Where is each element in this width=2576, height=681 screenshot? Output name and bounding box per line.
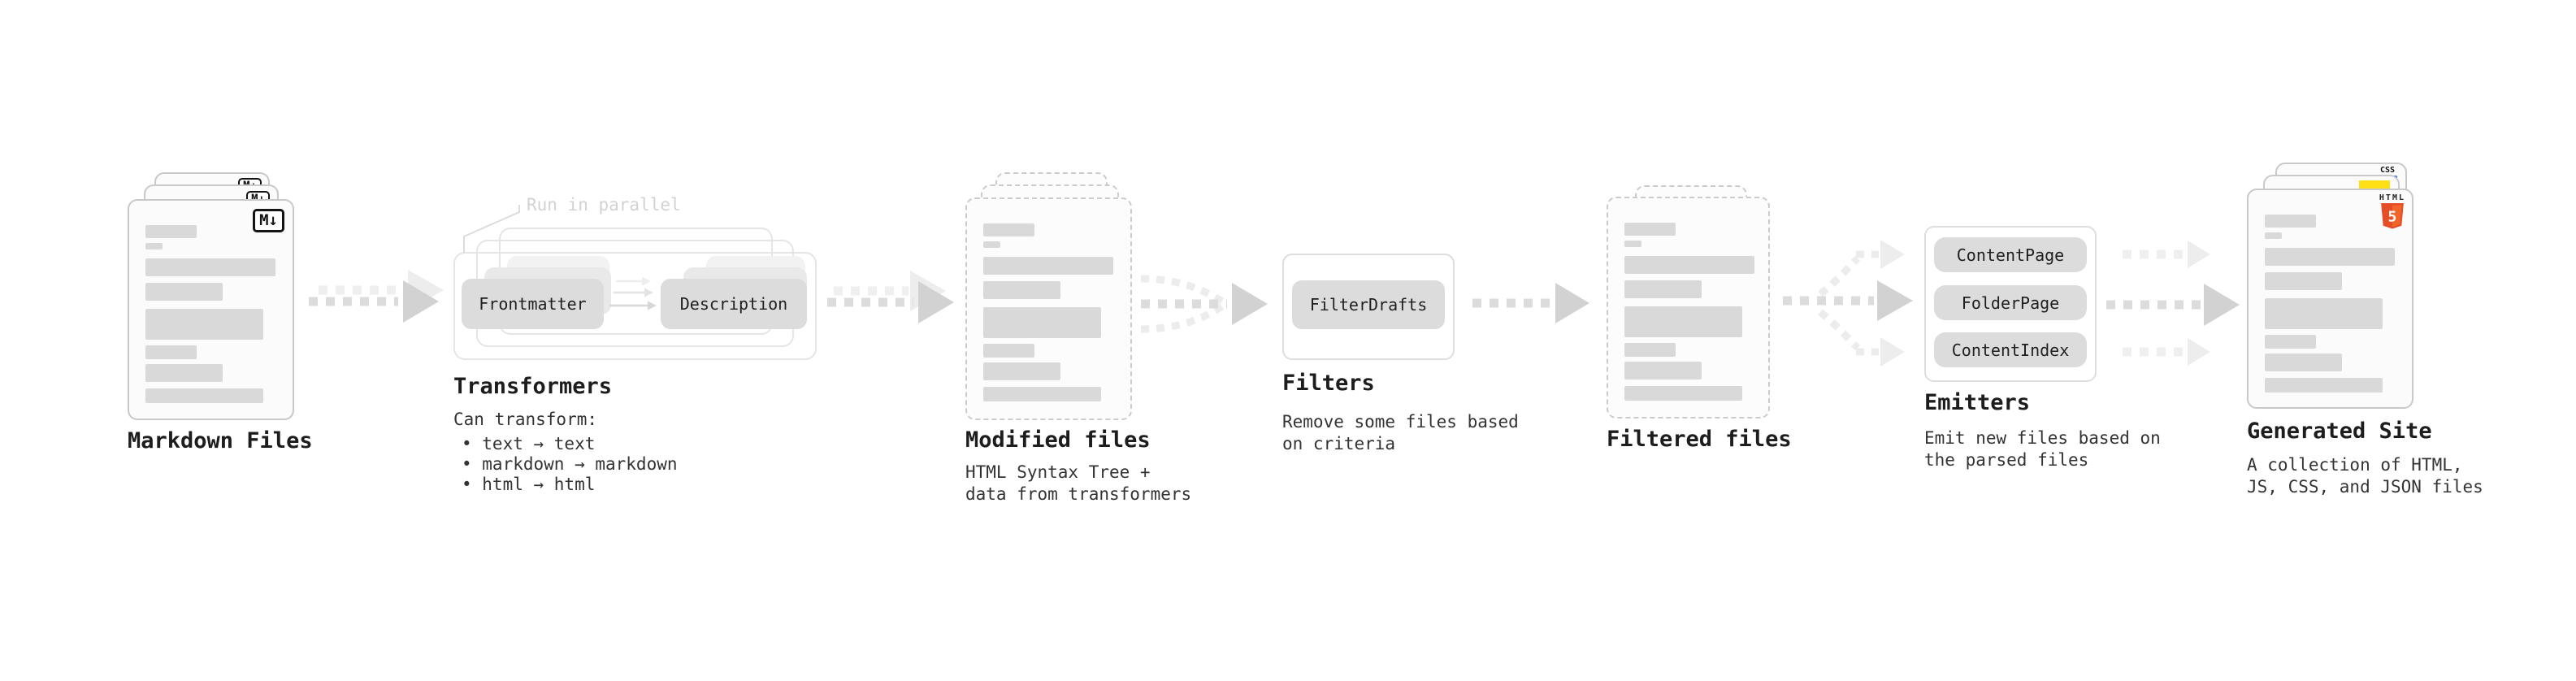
run-in-parallel-callout: Run in parallel — [527, 195, 681, 215]
filters-description: Remove some files based on criteria — [1282, 411, 1519, 455]
arrow-filtered-to-emitters — [1783, 240, 1913, 367]
stage-label-generated-site: Generated Site — [2247, 419, 2432, 444]
placeholder-bar — [2265, 248, 2395, 266]
placeholder-bar — [145, 258, 275, 276]
desc-line: Remove some files based — [1282, 412, 1519, 432]
placeholder-bar — [1624, 343, 1676, 357]
placeholder-bar — [983, 223, 1034, 236]
desc-line: Emit new files based on — [1924, 428, 2161, 448]
frontmatter-pill: Frontmatter — [462, 279, 604, 329]
contentindex-pill: ContentIndex — [1934, 332, 2087, 367]
markdown-icon: M↓ — [253, 209, 284, 232]
generated-site-description: A collection of HTML, JS, CSS, and JSON … — [2247, 454, 2483, 498]
desc-line: A collection of HTML, — [2247, 455, 2463, 475]
folderpage-pill: FolderPage — [1934, 285, 2087, 320]
placeholder-bar — [2265, 298, 2383, 329]
desc-line: HTML Syntax Tree + — [965, 462, 1151, 482]
placeholder-bar — [1624, 241, 1641, 247]
contentpage-pill: ContentPage — [1934, 237, 2087, 272]
placeholder-bar — [2265, 335, 2316, 349]
css-icon-label: CSS — [2379, 166, 2396, 175]
placeholder-bar — [145, 243, 163, 249]
can-transform-title: Can transform: — [453, 410, 598, 429]
arrow-transformers-to-modified — [827, 271, 954, 323]
placeholder-bar — [1624, 362, 1702, 380]
placeholder-bar — [983, 241, 1000, 248]
modified-doc-front — [965, 197, 1132, 420]
svg-text:5: 5 — [2387, 208, 2396, 225]
placeholder-bar — [1624, 306, 1742, 337]
stage-label-filtered-files: Filtered files — [1607, 427, 1792, 452]
desc-line: on criteria — [1282, 434, 1396, 453]
placeholder-bar — [145, 309, 263, 340]
generated-doc-front: HTML 5 — [2247, 189, 2413, 409]
html5-icon-label: HTML — [2379, 193, 2405, 202]
emitters-description: Emit new files based on the parsed files — [1924, 427, 2161, 471]
stage-label-modified-files: Modified files — [965, 427, 1151, 453]
placeholder-bar — [1624, 256, 1754, 274]
desc-line: JS, CSS, and JSON files — [2247, 477, 2483, 497]
placeholder-bar — [145, 225, 197, 238]
markdown-doc-front: M↓ — [128, 199, 294, 420]
placeholder-bar — [2265, 232, 2282, 239]
placeholder-bar — [983, 281, 1060, 299]
placeholder-bar — [983, 307, 1101, 338]
placeholder-bar — [2265, 215, 2316, 228]
filterdrafts-pill: FilterDrafts — [1292, 280, 1445, 329]
doc-placeholder-lines — [2265, 215, 2397, 393]
arrow-emitters-to-generated — [2106, 241, 2240, 366]
arrow-filters-to-filtered — [1472, 283, 1589, 323]
description-pill: Description — [661, 279, 807, 329]
stage-label-transformers: Transformers — [453, 374, 613, 399]
placeholder-bar — [1624, 386, 1742, 401]
modified-files-description: HTML Syntax Tree + data from transformer… — [965, 462, 1191, 505]
desc-line: the parsed files — [1924, 450, 2089, 470]
transformer-box-front — [453, 252, 817, 360]
transformers-description: Can transform: • text → text • markdown … — [453, 409, 678, 495]
filtered-doc-front — [1607, 197, 1770, 419]
placeholder-bar — [145, 388, 263, 403]
doc-placeholder-lines — [983, 223, 1116, 401]
placeholder-bar — [983, 387, 1101, 401]
placeholder-bar — [2265, 272, 2342, 290]
arrow-modified-to-filters — [1140, 275, 1268, 333]
stage-label-markdown-files: Markdown Files — [128, 428, 313, 453]
transform-bullet: • markdown → markdown — [462, 454, 678, 474]
placeholder-bar — [983, 344, 1034, 358]
placeholder-bar — [145, 283, 223, 301]
transform-bullet: • html → html — [462, 475, 596, 494]
arrow-markdown-to-transformers — [309, 270, 444, 323]
transform-bullet: • text → text — [462, 434, 596, 453]
html5-icon: HTML 5 — [2379, 194, 2405, 229]
placeholder-bar — [145, 345, 197, 359]
placeholder-bar — [1624, 223, 1676, 236]
placeholder-bar — [2265, 378, 2383, 393]
desc-line: data from transformers — [965, 484, 1192, 504]
stage-label-filters: Filters — [1282, 371, 1375, 396]
doc-placeholder-lines — [145, 225, 278, 403]
doc-placeholder-lines — [1624, 223, 1754, 401]
placeholder-bar — [145, 364, 223, 382]
placeholder-bar — [1624, 280, 1702, 298]
placeholder-bar — [983, 362, 1060, 380]
placeholder-bar — [983, 257, 1113, 275]
placeholder-bar — [2265, 354, 2342, 371]
stage-label-emitters: Emitters — [1924, 390, 2031, 415]
